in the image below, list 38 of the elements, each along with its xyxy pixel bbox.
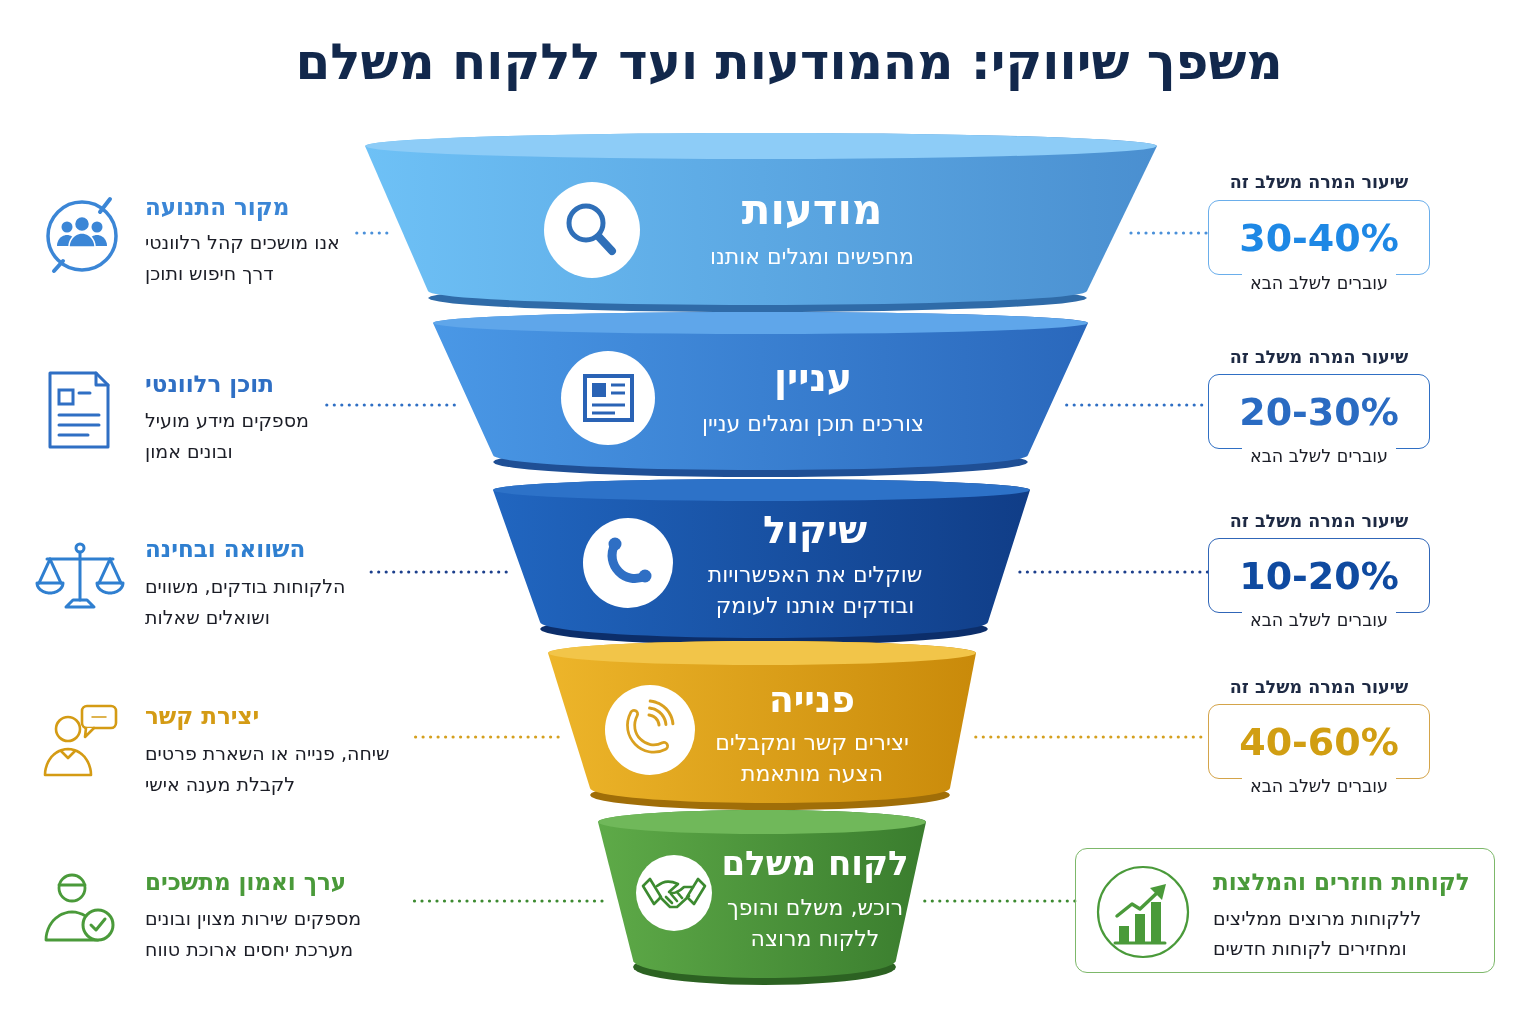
card-heading: שיעור המרה משלב זה (1229, 171, 1409, 193)
info-card (1075, 848, 1495, 973)
item-heading: ערך ואמון מתשכים (145, 868, 347, 897)
dotted-line (324, 403, 456, 407)
item-heading: תוכן רלוונטי (145, 370, 274, 399)
card-heading: שיעור המרה משלב זה (1229, 346, 1409, 368)
item-heading: השוואה ובחינה (145, 535, 306, 564)
stage-title: עניין (774, 355, 852, 402)
card-caption: עוברים לשלב הבא (1242, 775, 1396, 797)
card-heading: שיעור המרה משלב זה (1229, 510, 1409, 532)
item-text: מספקים מידע מועיל ובונים אמון (145, 407, 310, 464)
card-text: ללקוחות מרוצים ממליצים ומחזירים לקוחות חדשים (1213, 906, 1423, 961)
item-text: מספקים שירות מצוין ובונים מערכת יחסים ארוכת טווח (145, 905, 363, 962)
dotted-line (1129, 231, 1210, 235)
item-heading: מקור התנועה (145, 193, 290, 222)
stage-text: יצירים קשר ומקבלים הצעה מותאמת (714, 729, 910, 788)
stage-text: רוכש, משלם והופך ללקוח מרוצה (725, 894, 905, 953)
dotted-line (368, 570, 508, 574)
card-caption: עוברים לשלב הבא (1242, 445, 1396, 467)
stage-title: שיקול (763, 507, 867, 554)
item-text: שיחה, פנייה או השארת פרטים לקבלת מענה אישי (145, 740, 391, 797)
card-caption: עוברים לשלב הבא (1242, 272, 1396, 294)
item-heading: יצירת קשר (145, 702, 260, 731)
stage-text: שוקלים את האפשרויות ובודקים אותנו לעומק (706, 561, 924, 620)
dotted-line (923, 899, 1077, 903)
card-heading: שיעור המרה משלב זה (1229, 676, 1409, 698)
dotted-line (1018, 570, 1210, 574)
stage-text: צורכים תוכן ומגלים עניין (701, 409, 925, 438)
card-title: לקוחות חוזרים והמלצות (1213, 868, 1470, 897)
title: משפך שיווקי: מהמודעות ועד ללקוח משלם (295, 32, 1283, 93)
item-text: אנו מושכים קהל רלוונטי דרך חיפוש ותוכן (145, 230, 341, 286)
stage-title: פנייה (769, 678, 855, 722)
dotted-line (354, 231, 389, 235)
stage-title: מודעות (741, 186, 883, 234)
stage-text: מחפשים ומגלים אותנו (709, 242, 915, 271)
card-caption: עוברים לשלב הבא (1242, 609, 1396, 631)
stage-title: לקוח משלם (721, 842, 909, 885)
item-text: הלקוחות בודקים, משווים ושואלים שאלות (145, 573, 347, 630)
